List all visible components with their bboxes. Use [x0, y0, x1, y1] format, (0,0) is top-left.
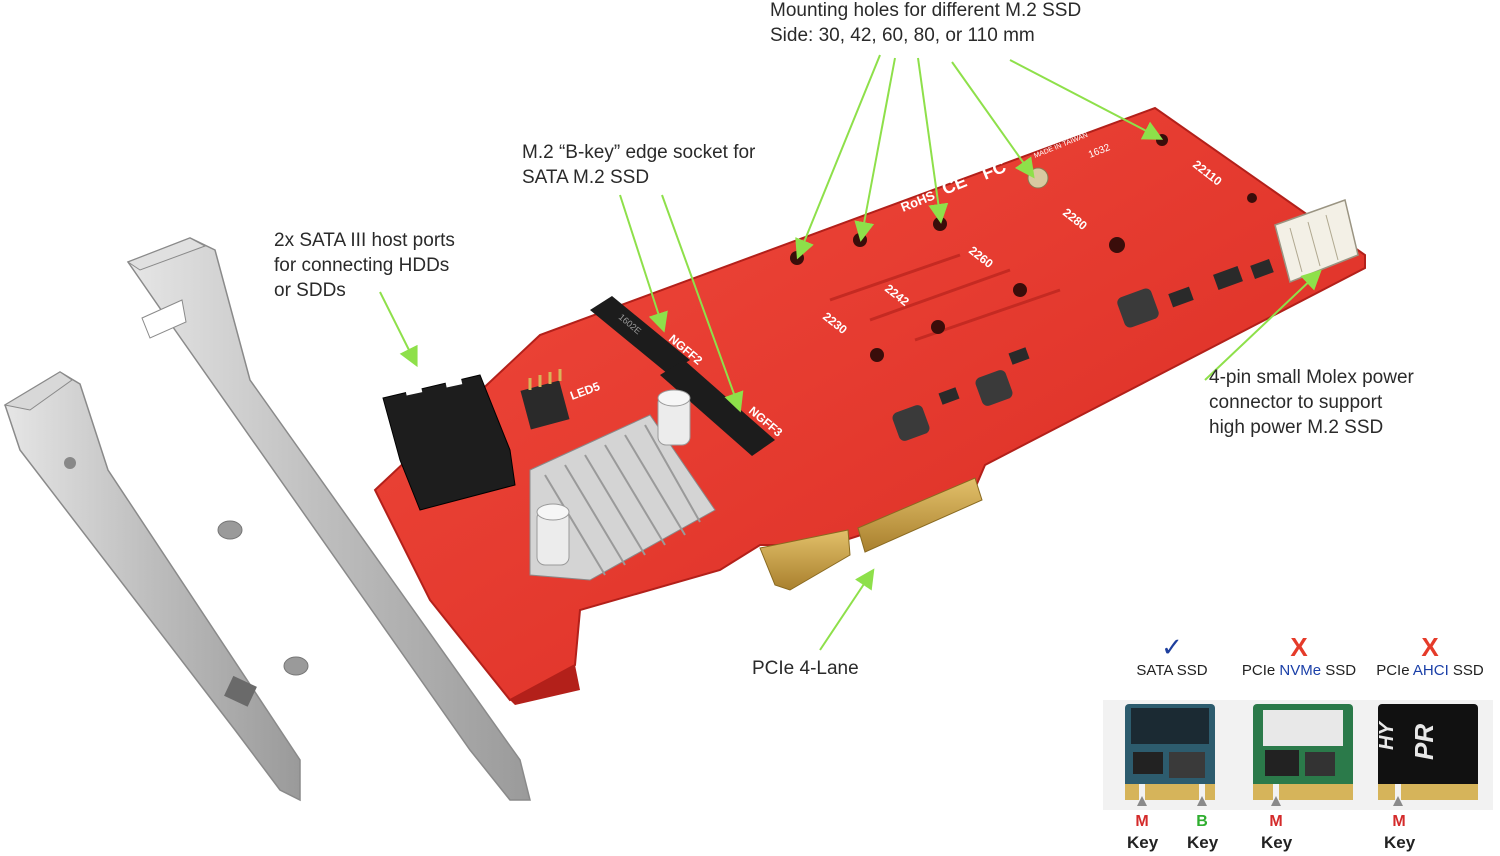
- key-word: Key: [1127, 833, 1159, 852]
- legend-label-pre: PCIe: [1241, 662, 1280, 679]
- callout-sata-ports: 2x SATA III host ports for connecting HD…: [274, 228, 455, 303]
- callout-text: 4-pin small Molex power: [1209, 367, 1414, 388]
- molex-connector: [1274, 199, 1359, 284]
- callout-mounting-holes: Mounting holes for different M.2 SSD Sid…: [770, 0, 1081, 48]
- key-word: Key: [1384, 833, 1416, 852]
- sata-ssd-module: [1125, 704, 1215, 806]
- full-height-bracket: [126, 237, 531, 801]
- legend-label-post: SSD: [1448, 662, 1484, 679]
- legend-pcie-nvme-ssd: X PCIe NVMe SSD: [1234, 632, 1364, 679]
- callout-text: connector to support: [1209, 392, 1383, 413]
- screw-hole-icon: [64, 457, 76, 469]
- legend-label-pre: PCIe: [1376, 662, 1413, 679]
- low-profile-bracket: [3, 371, 309, 802]
- key-letter: B: [1196, 813, 1208, 830]
- nvme-ssd-module: [1253, 704, 1353, 806]
- legend-label-hl: AHCI: [1412, 662, 1449, 679]
- callout-text: SATA M.2 SSD: [522, 167, 650, 188]
- pcb-board: NGFF2 NGFF3 LED5 2230 2242 2260 2280 221…: [373, 106, 1366, 705]
- ssd-modules: HY PR: [1103, 700, 1493, 810]
- cross-icon: X: [1290, 632, 1308, 662]
- callout-text: PCIe 4-Lane: [752, 658, 859, 679]
- callout-text: M.2 “B-key” edge socket for: [522, 142, 756, 163]
- heatsink: [529, 389, 716, 581]
- callout-molex: 4-pin small Molex power connector to sup…: [1209, 365, 1414, 440]
- callout-text: high power M.2 SSD: [1209, 417, 1384, 438]
- pin-header: [520, 369, 570, 430]
- legend-sata-ssd: ✓ SATA SSD: [1120, 632, 1224, 679]
- legend-pcie-ahci-ssd: X PCIe AHCI SSD: [1370, 632, 1490, 679]
- m2-socket-ngff2: [590, 296, 690, 374]
- legend-label: SATA SSD: [1136, 662, 1208, 679]
- key-label-m: M Key: [1261, 813, 1293, 855]
- callout-text: Mounting holes for different M.2 SSD: [770, 0, 1082, 21]
- checkmark-icon: ✓: [1161, 632, 1183, 662]
- key-word: Key: [1187, 833, 1219, 852]
- legend-label-post: SSD: [1321, 662, 1357, 679]
- key-letter: M: [1269, 813, 1283, 830]
- callout-arrows: [379, 54, 1322, 651]
- callout-bkey-socket: M.2 “B-key” edge socket for SATA M.2 SSD: [522, 140, 755, 190]
- key-label-b: B Key: [1187, 813, 1219, 855]
- svg-text:PR: PR: [1409, 724, 1439, 760]
- legend-label-hl: NVMe: [1279, 662, 1322, 679]
- callout-text: Side: 30, 42, 60, 80, or 110 mm: [770, 25, 1035, 46]
- svg-text:HY: HY: [1376, 721, 1398, 750]
- key-letter: M: [1135, 813, 1149, 830]
- callout-text: 2x SATA III host ports: [274, 230, 455, 251]
- key-label-m: M Key: [1127, 813, 1159, 855]
- callout-pcie: PCIe 4-Lane: [752, 656, 859, 681]
- ahci-ssd-module: HY PR: [1376, 704, 1478, 806]
- m2-socket-ngff3: [660, 360, 775, 456]
- key-word: Key: [1261, 833, 1293, 852]
- callout-text: or SDDs: [274, 280, 346, 301]
- key-label-m: M Key: [1384, 813, 1416, 855]
- cross-icon: X: [1421, 632, 1439, 662]
- sata-ports: [382, 370, 516, 511]
- pcie-gold-contacts: [759, 477, 983, 591]
- callout-text: for connecting HDDs: [274, 255, 450, 276]
- key-letter: M: [1392, 813, 1406, 830]
